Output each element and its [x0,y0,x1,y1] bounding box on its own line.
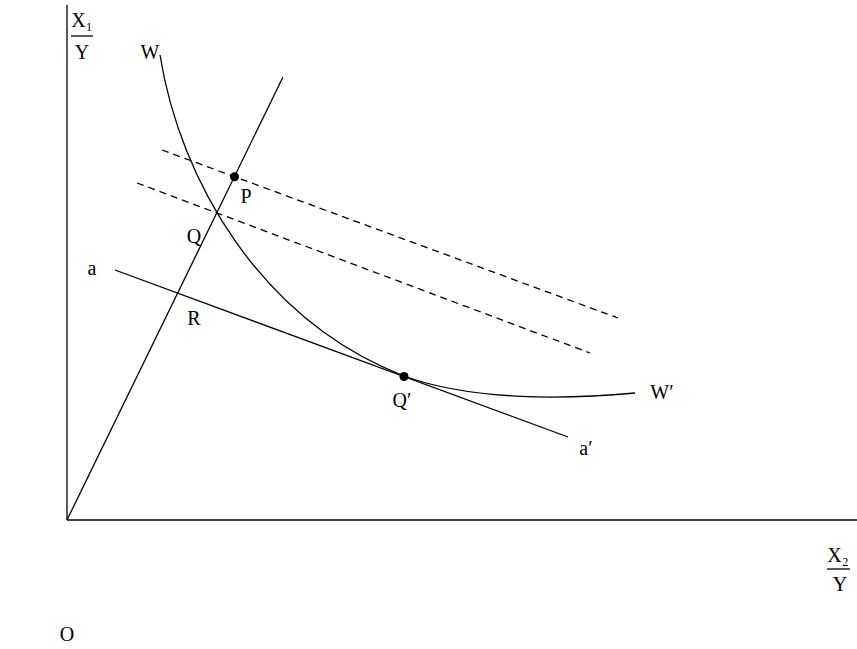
axis-label: X₁ [71,10,92,30]
fraction-bar [827,568,850,569]
fraction-bar [71,35,93,36]
point-label: a′ [579,438,592,458]
dashed-isocost [162,150,618,318]
axis-label: X₂ [827,545,848,565]
isocost-line [115,270,568,437]
isoquant-curve [160,55,635,397]
point-dot [230,172,239,181]
origin-label: O [60,624,74,644]
point-label: P [240,186,251,206]
point-label: W [141,42,160,62]
point-label: R [187,308,200,328]
point-label: W′ [650,382,673,402]
axis-label: Y [75,42,89,62]
point-dot [400,372,409,381]
ray-from-origin [67,77,283,520]
point-label: Q [187,226,201,246]
point-label: a [88,258,97,278]
axis-label: Y [833,574,847,594]
point-label: Q′ [393,390,412,410]
dashed-isocost [137,183,590,353]
horizontal-axis [67,519,857,520]
vertical-axis [66,5,67,520]
